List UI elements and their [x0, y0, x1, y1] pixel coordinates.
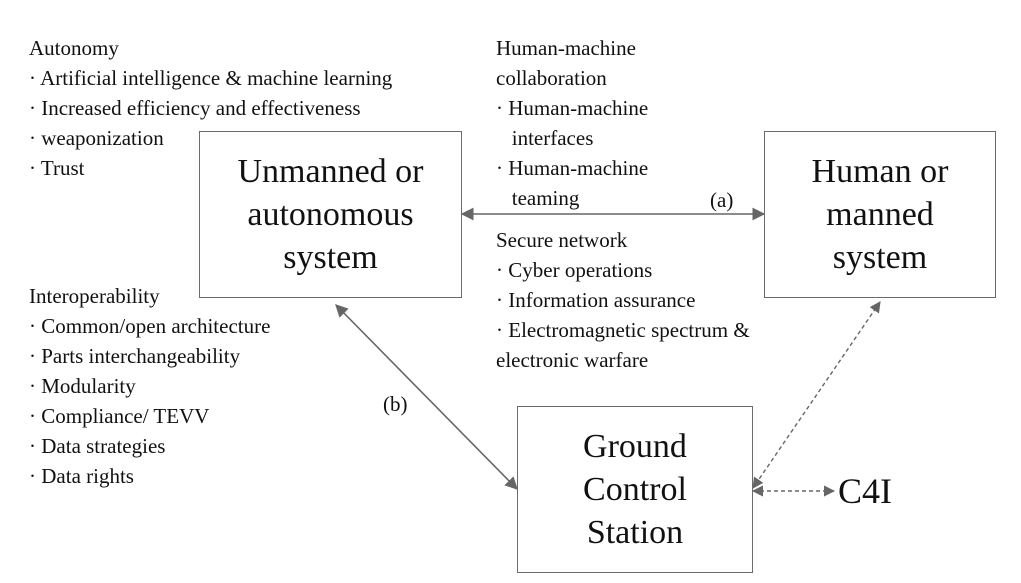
autonomy-heading: Autonomy	[29, 36, 119, 60]
arrow-b-connector	[335, 304, 518, 490]
unmanned-system-label: Unmanned or autonomous system	[237, 153, 424, 276]
collaboration-item: · Human-machine	[496, 156, 649, 180]
collaboration-item: interfaces	[496, 126, 594, 150]
ground-control-station-box: Ground Control Station	[517, 406, 753, 573]
interoperability-item: · Common/open architecture	[29, 314, 271, 338]
autonomy-item: · Artificial intelligence & machine lear…	[29, 66, 393, 90]
collaboration-heading: collaboration	[496, 66, 607, 90]
collaboration-item: · Human-machine	[496, 96, 649, 120]
secure-network-item: · Electromagnetic spectrum &	[496, 318, 750, 342]
secure-network-heading: Secure network	[496, 228, 628, 252]
dashed-link-manned-ground	[752, 301, 881, 489]
label-a: (a)	[710, 188, 734, 212]
c4i-label: C4I	[838, 471, 892, 511]
label-b: (b)	[383, 392, 408, 416]
interoperability-item: · Data strategies	[29, 434, 166, 458]
secure-network-item: · Information assurance	[496, 288, 696, 312]
interoperability-item: · Compliance/ TEVV	[29, 404, 210, 428]
interoperability-heading: Interoperability	[29, 284, 160, 308]
secure-network-item: electronic warfare	[496, 348, 649, 372]
unmanned-system-box: Unmanned or autonomous system	[199, 131, 462, 298]
autonomy-item: · Trust	[29, 156, 85, 180]
interoperability-item: · Modularity	[29, 374, 136, 398]
manned-system-label: Human or manned system	[811, 153, 949, 276]
interoperability-item: · Parts interchangeability	[29, 344, 241, 368]
autonomy-item: · weaponization	[29, 126, 164, 150]
collaboration-item: teaming	[496, 186, 580, 210]
manned-system-box: Human or manned system	[764, 131, 996, 298]
collaboration-heading: Human-machine	[496, 36, 636, 60]
interoperability-item: · Data rights	[29, 464, 134, 488]
secure-network-item: · Cyber operations	[496, 258, 653, 282]
autonomy-item: · Increased efficiency and effectiveness	[29, 96, 361, 120]
ground-control-station-label: Ground Control Station	[583, 428, 687, 551]
